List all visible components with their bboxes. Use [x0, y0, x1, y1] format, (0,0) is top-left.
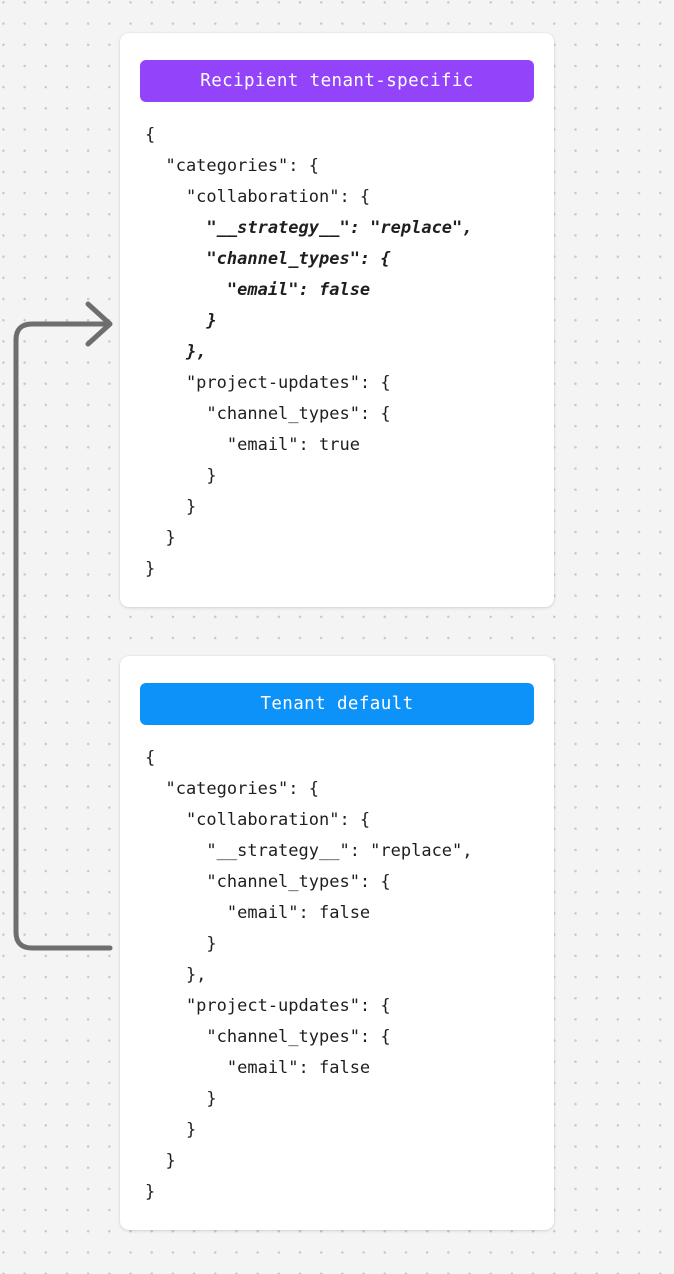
- code-line: }: [145, 1089, 217, 1109]
- connector-arrow-path: [13, 321, 113, 951]
- code-line: "__strategy__": "replace",: [145, 841, 473, 861]
- code-line: "__strategy__": "replace",: [145, 218, 473, 238]
- code-line: {: [145, 125, 156, 145]
- code-line: "collaboration": {: [145, 187, 371, 207]
- code-line: "project-updates": {: [145, 996, 391, 1016]
- card-header-tenant-default: Tenant default: [140, 683, 534, 725]
- code-line: "channel_types": {: [145, 1027, 391, 1047]
- code-line: "channel_types": {: [145, 249, 391, 269]
- code-line: }: [145, 311, 217, 331]
- code-line: "email": false: [145, 280, 371, 300]
- code-line: }: [145, 934, 217, 954]
- code-line: "channel_types": {: [145, 872, 391, 892]
- code-line: {: [145, 748, 156, 768]
- code-line: }: [145, 559, 156, 579]
- code-line: }: [145, 1182, 156, 1202]
- code-line: "categories": {: [145, 156, 319, 176]
- code-line: }: [145, 497, 197, 517]
- code-line: },: [145, 965, 207, 985]
- code-block-recipient-tenant-specific: { "categories": { "collaboration": { "__…: [140, 120, 534, 585]
- code-line: "project-updates": {: [145, 373, 391, 393]
- card-tenant-default: Tenant default { "categories": { "collab…: [120, 656, 554, 1230]
- code-line: "channel_types": {: [145, 404, 391, 424]
- code-line: }: [145, 528, 176, 548]
- code-line: "email": false: [145, 1058, 371, 1078]
- card-header-recipient-tenant-specific: Recipient tenant-specific: [140, 60, 534, 102]
- code-line: },: [145, 342, 207, 362]
- code-line: "email": true: [145, 435, 360, 455]
- code-block-tenant-default: { "categories": { "collaboration": { "__…: [140, 743, 534, 1208]
- code-line: "categories": {: [145, 779, 319, 799]
- code-line: "email": false: [145, 903, 371, 923]
- code-line: "collaboration": {: [145, 810, 371, 830]
- card-recipient-tenant-specific: Recipient tenant-specific { "categories"…: [120, 33, 554, 607]
- code-line: }: [145, 466, 217, 486]
- connector-arrow-head: [85, 301, 113, 347]
- code-line: }: [145, 1120, 197, 1140]
- code-line: }: [145, 1151, 176, 1171]
